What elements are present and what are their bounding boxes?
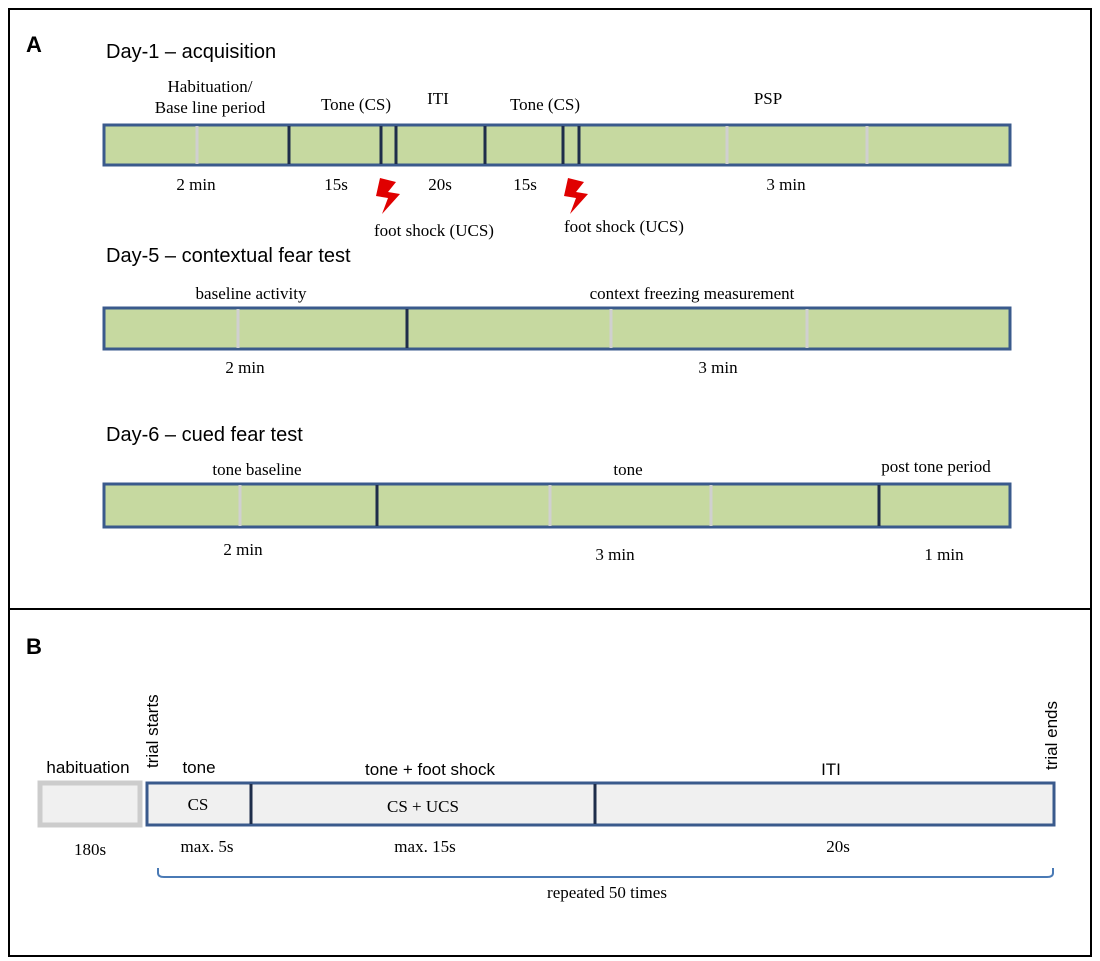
day5-timeline-bar (102, 306, 1012, 351)
panel-b-frame (8, 608, 1092, 957)
b-trial-ends-label: trial ends (1042, 701, 1061, 770)
b-dur-habituation: 180s (74, 840, 106, 859)
day1-dur-iti: 20s (428, 175, 452, 194)
day1-tone1-label: Tone (CS) (321, 95, 391, 114)
day6-baseline-label: tone baseline (212, 460, 301, 479)
day1-dur-tone2: 15s (513, 175, 537, 194)
foot-shock-bolt-icon (376, 178, 400, 214)
day1-dur-habituation: 2 min (176, 175, 216, 194)
day1-timeline-bar (102, 123, 1012, 167)
day5-baseline-label: baseline activity (196, 284, 307, 303)
b-habituation-label: habituation (46, 758, 129, 777)
b-iti-label: ITI (821, 760, 841, 779)
day5-dur-context: 3 min (698, 358, 738, 377)
b-trial-starts-label: trial starts (143, 694, 162, 768)
day1-shock2-label: foot shock (UCS) (564, 217, 684, 236)
day1-iti-label: ITI (427, 89, 449, 108)
foot-shock-bolt-icon (564, 178, 588, 214)
b-dur-cs: max. 5s (181, 837, 234, 856)
day1-shock1-label: foot shock (UCS) (374, 221, 494, 240)
day1-dur-psp: 3 min (766, 175, 806, 194)
b-cs-label: CS (188, 795, 209, 814)
day6-dur-tone: 3 min (595, 545, 635, 564)
b-dur-iti: 20s (826, 837, 850, 856)
day6-timeline-bar (102, 482, 1012, 529)
day6-post-label: post tone period (881, 457, 991, 476)
b-repeat-label: repeated 50 times (547, 883, 667, 902)
b-habituation-box (37, 780, 143, 828)
b-trial-bar (145, 781, 1056, 827)
day6-tone-label: tone (613, 460, 642, 479)
b-tone-label: tone (182, 758, 215, 777)
day6-title: Day-6 – cued fear test (106, 424, 303, 446)
day1-psp-label: PSP (754, 89, 782, 108)
day1-title: Day-1 – acquisition (106, 41, 276, 63)
day5-dur-baseline: 2 min (225, 358, 265, 377)
day6-dur-baseline: 2 min (223, 540, 263, 559)
day5-title: Day-5 – contextual fear test (106, 245, 351, 267)
day1-dur-tone1: 15s (324, 175, 348, 194)
day1-habituation-label-1: Habituation/ (168, 77, 253, 96)
day5-context-label: context freezing measurement (590, 284, 795, 303)
b-dur-cs-ucs: max. 15s (394, 837, 455, 856)
panel-a-label: A (26, 32, 42, 57)
panel-b-label: B (26, 634, 42, 659)
b-tone-shock-label: tone + foot shock (365, 760, 495, 779)
b-repeat-brace (157, 868, 1054, 878)
day1-habituation-label-2: Base line period (155, 98, 266, 117)
day6-dur-post: 1 min (924, 545, 964, 564)
day1-tone2-label: Tone (CS) (510, 95, 580, 114)
b-cs-ucs-label: CS + UCS (387, 797, 459, 816)
